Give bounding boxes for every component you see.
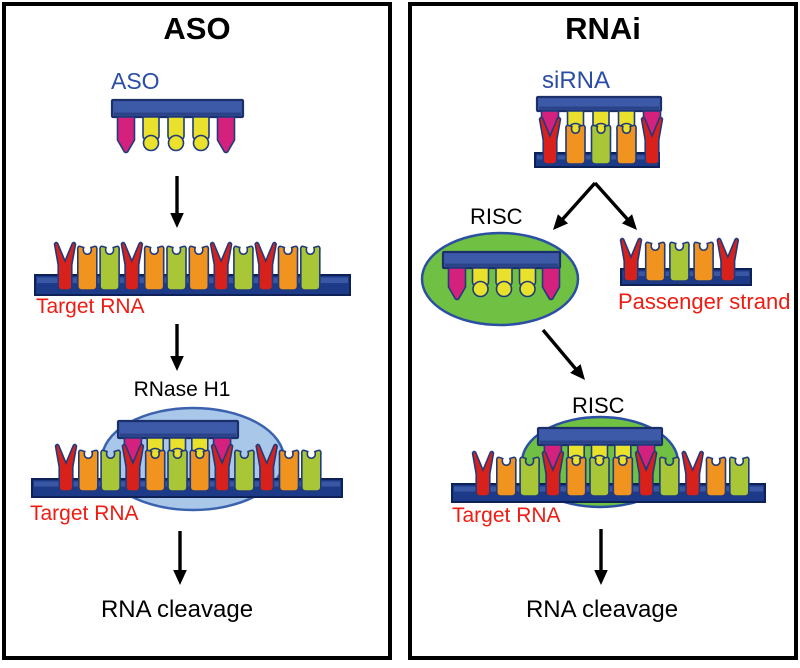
nucleotide-red — [255, 443, 279, 492]
nucleotide-magenta — [216, 116, 236, 154]
nucleotide-red — [634, 450, 658, 497]
nucleotide-orange — [76, 245, 98, 291]
rnase-h1-complex — [31, 406, 343, 512]
rnase-h1-label: RNase H1 — [133, 378, 231, 401]
sirna-label: siRNA — [542, 67, 611, 94]
target-rna-label-left: Target RNA — [36, 295, 145, 318]
nucleotide-orange — [495, 456, 517, 497]
nucleotide-orange — [278, 449, 300, 492]
arrow-aso-to-target — [170, 176, 184, 228]
nucleotide-orange — [77, 449, 99, 492]
nucleotide-red — [619, 237, 643, 282]
nucleotide-green — [167, 449, 188, 492]
rna-cleavage-label-left: RNA cleavage — [100, 596, 254, 623]
nucleotide-red — [53, 241, 77, 291]
nucleotide-red — [681, 450, 705, 497]
arrow-target-to-complex — [170, 324, 184, 371]
nucleotide-red — [254, 241, 278, 291]
target-rna-label-right: Target RNA — [452, 504, 561, 527]
nucleotide-orange — [277, 245, 299, 291]
nucleotide-orange — [644, 241, 666, 282]
nucleotide-orange — [144, 449, 166, 492]
nucleotide-green — [299, 245, 321, 291]
nucleotide-red — [54, 443, 78, 492]
nucleotide-orange — [612, 456, 634, 497]
risc-complex — [420, 231, 580, 327]
nucleotide-green — [658, 456, 680, 497]
passenger-strand-label: Passenger strand — [618, 289, 791, 314]
nucleotide-yellow-ball — [519, 280, 536, 298]
nucleotide-red — [640, 116, 664, 165]
nucleotide-green — [668, 241, 690, 282]
nucleotide-red — [716, 237, 740, 282]
nucleotide-red — [538, 116, 562, 165]
nucleotide-magenta — [447, 267, 467, 301]
passenger-strand — [619, 237, 752, 286]
nucleotide-green — [232, 245, 254, 291]
aso-label: ASO — [111, 68, 160, 94]
nucleotide-orange — [565, 124, 586, 165]
arrow-sirna-to-risc — [553, 181, 597, 230]
nucleotide-red — [541, 450, 565, 497]
nucleotide-red — [120, 241, 144, 291]
risc-label-1: RISC — [470, 204, 523, 229]
target-rna-strand-left — [34, 241, 351, 296]
nucleotide-magenta — [116, 116, 136, 154]
arrow-complex-to-cleavage-left — [173, 531, 187, 585]
nucleotide-orange — [188, 245, 210, 291]
nucleotide-magenta — [541, 267, 561, 301]
arrow-risc-to-target — [541, 328, 585, 380]
aso-structure — [110, 98, 245, 154]
nucleotide-orange — [616, 124, 637, 165]
nucleotide-yellow-ball — [192, 134, 210, 152]
nucleotide-green — [99, 245, 121, 291]
arrow-sirna-to-passenger — [593, 181, 637, 230]
nucleotide-yellow-ball — [142, 134, 160, 152]
nucleotide-green — [300, 449, 322, 492]
nucleotide-green — [589, 456, 610, 497]
rnai-panel-title: RNAi — [565, 11, 641, 46]
arrow-complex-to-cleavage-right — [594, 529, 608, 585]
nucleotide-green — [100, 449, 122, 492]
nucleotide-red — [209, 241, 233, 291]
nucleotide-orange — [705, 456, 727, 497]
nucleotide-green — [519, 456, 541, 497]
nucleotide-yellow-ball — [167, 134, 185, 152]
nucleotide-green — [590, 124, 612, 165]
rna-cleavage-label-right: RNA cleavage — [525, 596, 679, 623]
nucleotide-yellow-ball — [495, 280, 513, 298]
risc-label-2: RISC — [572, 393, 625, 418]
target-rna-label-left-2: Target RNA — [30, 502, 139, 525]
nucleotide-orange — [143, 245, 165, 291]
nucleotide-green — [233, 449, 255, 492]
nucleotide-green — [166, 245, 187, 291]
nucleotide-orange — [693, 241, 715, 282]
nucleotide-green — [728, 456, 750, 497]
nucleotide-orange — [189, 449, 211, 492]
nucleotide-red — [121, 443, 145, 492]
nucleotide-yellow-ball — [472, 280, 489, 298]
nucleotide-red — [210, 443, 234, 492]
nucleotide-orange — [565, 456, 587, 497]
risc-target-complex — [451, 415, 766, 509]
nucleotide-red — [471, 450, 495, 497]
aso-panel-title: ASO — [163, 11, 231, 46]
sirna-duplex — [534, 95, 664, 168]
